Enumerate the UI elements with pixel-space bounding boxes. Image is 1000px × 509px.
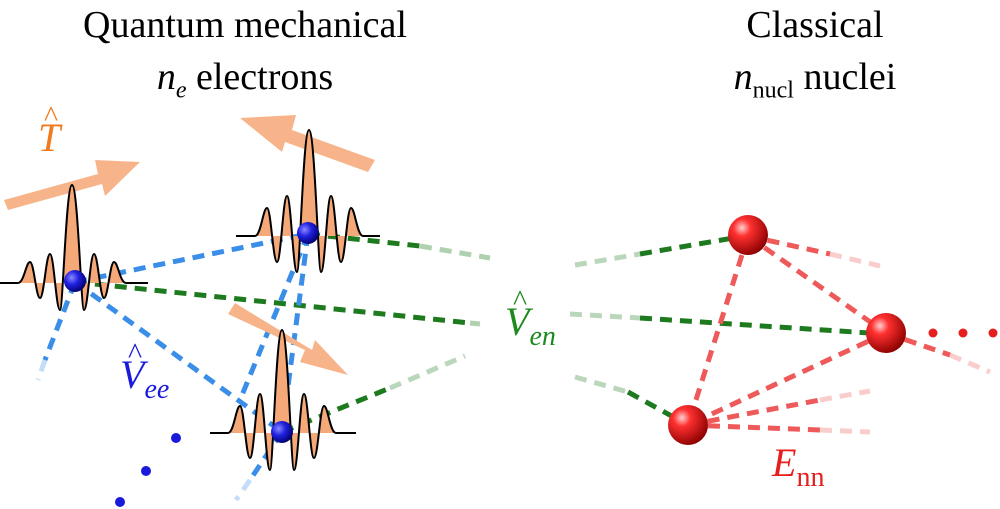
nn-line-3-out1: [687, 397, 821, 428]
electron-2: [297, 222, 319, 244]
en-line-e3-out: [281, 385, 391, 435]
kinetic-arrow-3: [228, 303, 348, 375]
en-line-n2-in: [639, 315, 886, 337]
nucleus-count-symbol: n: [733, 56, 753, 98]
en-line-e1-out: [74, 279, 471, 326]
nuclear-nuclear-lines: [685, 233, 951, 433]
nucleus-count-subscript: nucl: [752, 77, 794, 104]
nn-line-1-out: [747, 233, 831, 257]
left-heading-line1: Quantum mechanical: [83, 4, 407, 46]
nn-symbol: E: [772, 440, 797, 485]
nn-line-1-2: [746, 233, 888, 336]
nn-line-2-3: [686, 330, 888, 428]
ee-hat: ^: [128, 337, 143, 370]
kinetic-hat: ^: [44, 100, 59, 133]
electron-count-symbol: n: [156, 56, 176, 98]
nuclear-electron-lines: [626, 233, 886, 428]
electron-count-subscript: e: [175, 77, 187, 104]
electron-electron-line-fades: [35, 359, 253, 502]
electron-3: [271, 421, 293, 443]
wavepacket-1: [0, 183, 148, 312]
electron-ellipsis: [115, 433, 181, 507]
kinetic-symbol: T: [38, 115, 61, 160]
left-heading-rest: electrons: [186, 56, 334, 98]
right-heading-rest: nuclei: [793, 56, 897, 98]
left-heading: Quantum mechanical ne electrons: [25, 6, 465, 103]
electrons: [64, 222, 319, 443]
en-subscript: en: [529, 321, 556, 352]
nn-line-3-out2: [687, 422, 821, 433]
right-heading-line1: Classical: [746, 4, 884, 46]
nuclear-electron-line-fades: [569, 251, 641, 395]
en-symbol: V: [505, 299, 530, 344]
nuclei: [668, 215, 906, 445]
electron-electron-label: ^ Vee: [120, 339, 169, 404]
nucleus-1: [728, 215, 768, 255]
ee-line-1-3: [73, 279, 284, 435]
nucleus-ellipsis: [928, 328, 998, 338]
electron-nuclear-label: ^ Ven: [505, 286, 556, 351]
nucleus-2: [866, 313, 906, 353]
ee-subscript: ee: [144, 374, 170, 405]
right-heading: Classical nnucl nuclei: [650, 6, 980, 103]
wavepacket-3: [210, 328, 356, 472]
ee-symbol: V: [120, 352, 145, 397]
en-hat: ^: [513, 284, 528, 317]
en-line-n3-in: [626, 389, 690, 428]
electron-nuclear-lines: [74, 231, 471, 435]
nucleus-3: [668, 405, 708, 445]
wavepacket-2: [236, 128, 380, 274]
electron-nuclear-line-fades: [389, 243, 491, 391]
ee-line-1-out: [42, 281, 78, 361]
nn-subscript: nn: [796, 462, 825, 493]
left-heading-line2: ne electrons: [25, 58, 465, 103]
kinetic-energy-label: ^ T: [38, 102, 61, 160]
nuclear-nuclear-line-fades: [819, 251, 991, 435]
nuclear-nuclear-label: Enn: [772, 440, 824, 492]
en-line-n1-in: [639, 233, 746, 257]
right-heading-line2: nnucl nuclei: [650, 58, 980, 103]
nn-line-1-3: [685, 235, 751, 426]
electron-1: [64, 270, 86, 292]
